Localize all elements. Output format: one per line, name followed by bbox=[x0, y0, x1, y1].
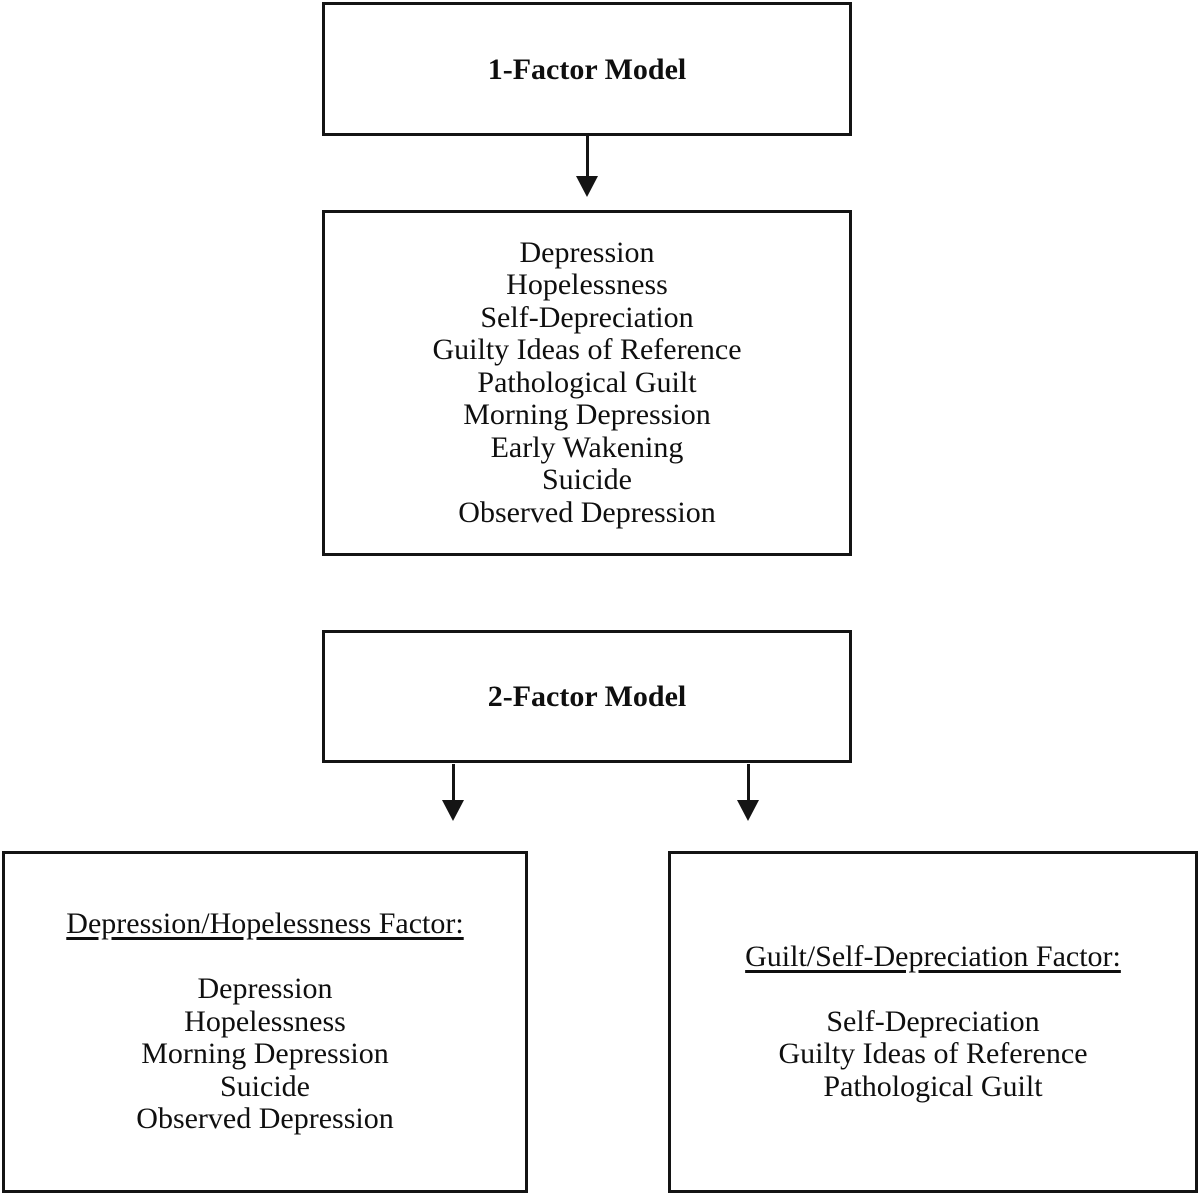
list-item: Guilty Ideas of Reference bbox=[778, 1037, 1088, 1071]
two-factor-model-title: 2-Factor Model bbox=[487, 680, 687, 713]
arrow-down-from-one-factor bbox=[576, 136, 598, 197]
list-item: Self-Depreciation bbox=[826, 1004, 1040, 1038]
list-item: Suicide bbox=[220, 1069, 310, 1103]
list-item: Observed Depression bbox=[136, 1102, 394, 1136]
two-factor-model-box: 2-Factor Model bbox=[322, 630, 852, 763]
arrow-head-icon bbox=[576, 176, 598, 197]
list-item: Depression bbox=[519, 235, 655, 269]
list-item: Early Wakening bbox=[490, 430, 684, 464]
list-item: Observed Depression bbox=[458, 495, 716, 529]
list-item: Self-Depreciation bbox=[480, 300, 694, 334]
list-item: Hopelessness bbox=[506, 268, 668, 302]
one-factor-model-title: 1-Factor Model bbox=[487, 52, 687, 86]
list-item: Guilty Ideas of Reference bbox=[432, 333, 742, 367]
guilt-self-depreciation-factor-heading: Guilt/Self-Depreciation Factor: bbox=[745, 939, 1121, 973]
depression-hopelessness-factor-box: Depression/Hopelessness Factor: Depressi… bbox=[2, 851, 528, 1193]
list-item: Morning Depression bbox=[463, 398, 711, 432]
list-item: Suicide bbox=[542, 463, 632, 497]
list-item: Pathological Guilt bbox=[477, 365, 697, 399]
list-item: Depression bbox=[197, 972, 333, 1006]
arrow-head-icon bbox=[442, 800, 464, 821]
depression-hopelessness-factor-heading: Depression/Hopelessness Factor: bbox=[66, 907, 464, 941]
list-item: Morning Depression bbox=[141, 1037, 389, 1071]
list-item: Pathological Guilt bbox=[823, 1069, 1043, 1103]
arrow-stem bbox=[451, 764, 455, 800]
guilt-self-depreciation-factor-box: Guilt/Self-Depreciation Factor: Self-Dep… bbox=[668, 851, 1198, 1193]
one-factor-model-box: 1-Factor Model bbox=[322, 2, 852, 136]
arrow-stem bbox=[746, 764, 750, 800]
arrow-down-to-guilt-factor bbox=[737, 764, 759, 821]
arrow-down-to-depression-factor bbox=[442, 764, 464, 821]
list-item: Hopelessness bbox=[184, 1004, 346, 1038]
arrow-stem bbox=[585, 136, 589, 176]
arrow-head-icon bbox=[737, 800, 759, 821]
